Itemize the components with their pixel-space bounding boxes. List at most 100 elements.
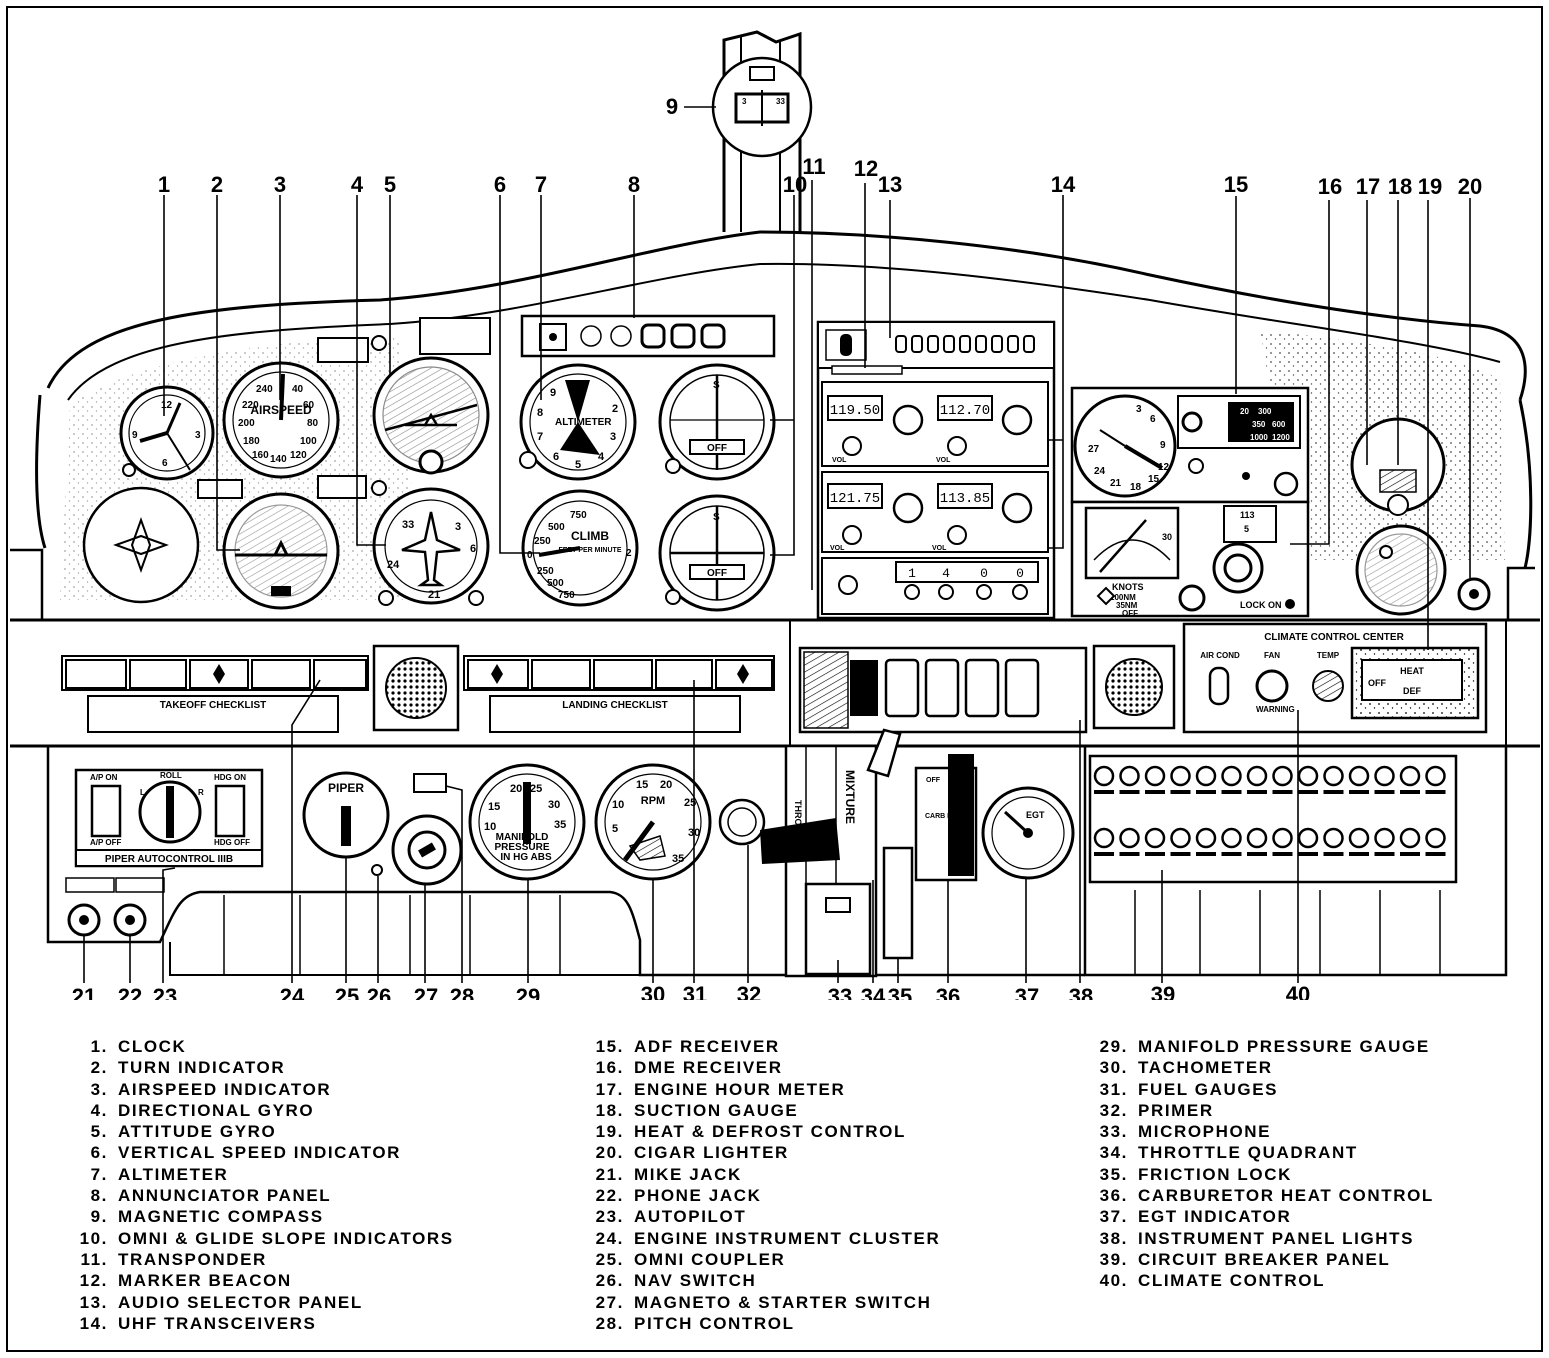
callout-29: 29 — [516, 984, 540, 1000]
autopilot-name: PIPER AUTOCONTROL IIIB — [105, 854, 233, 865]
fan-label: FAN — [1264, 651, 1280, 660]
adf-band: 300 — [1258, 407, 1272, 416]
circuit-breaker-label — [1323, 852, 1344, 856]
landing-checklist: LANDING CHECKLIST — [562, 700, 668, 711]
takeoff-checklist: TAKEOFF CHECKLIST — [160, 700, 266, 711]
legend-number: 27. — [595, 1292, 624, 1312]
rpm-tick: 35 — [672, 853, 684, 865]
legend-number: 25. — [595, 1249, 624, 1269]
legend-number: 5. — [90, 1122, 108, 1142]
legend-label: ENGINE INSTRUMENT CLUSTER — [634, 1228, 941, 1248]
adf-card-tick: 6 — [1150, 414, 1156, 425]
adf-card-tick: 15 — [1148, 474, 1160, 485]
dme-window: 113 — [1240, 510, 1255, 520]
circuit-breaker-label — [1298, 790, 1318, 794]
legend-item: 28.PITCH CONTROL — [588, 1313, 940, 1334]
legend-item: 23.AUTOPILOT — [588, 1206, 940, 1227]
legend-number: 39. — [1099, 1249, 1128, 1269]
legend-number: 28. — [595, 1313, 624, 1333]
callout-11: 11 — [802, 154, 825, 179]
callout-12: 12 — [854, 156, 878, 181]
legend-label: SUCTION GAUGE — [634, 1100, 799, 1120]
hdg-off-label: HDG OFF — [214, 838, 250, 847]
climate-warning: WARNING — [1256, 705, 1295, 714]
airspeed-tick: 120 — [290, 450, 307, 461]
legend-number: 3. — [90, 1079, 108, 1099]
legend-label: OMNI & GLIDE SLOPE INDICATORS — [118, 1228, 454, 1248]
legend-number: 30. — [1099, 1058, 1128, 1078]
roll-label: ROLL — [160, 771, 182, 780]
squawk-digit: 1 — [908, 566, 916, 581]
callout-6: 6 — [494, 172, 506, 197]
legend-number: 10. — [79, 1228, 108, 1248]
circuit-breaker — [1399, 765, 1421, 787]
adf-receiver: 27 24 21 18 15 12 9 6 3 20 300 350 600 1… — [1070, 386, 1310, 504]
legend-item: 21.MIKE JACK — [588, 1164, 940, 1185]
circuit-breaker-label — [1425, 790, 1446, 794]
callout-22: 22 — [118, 984, 142, 1000]
circuit-breaker-label — [1323, 790, 1344, 794]
callout-34: 34 — [861, 984, 886, 1000]
circuit-breaker — [1093, 827, 1115, 849]
radio-stack: 119.50 112.70 VOL VOL 121.75 113.85 VOL … — [816, 320, 1056, 620]
dme-window: 5 — [1244, 524, 1249, 534]
omni-tick: S — [713, 380, 720, 391]
com1-frequency: 119.50 — [830, 403, 880, 419]
circuit-breaker-label — [1170, 790, 1191, 794]
vol-label: VOL — [932, 545, 947, 552]
circuit-breaker — [1348, 765, 1370, 787]
altimeter-tick: 2 — [612, 403, 618, 415]
attitude-gyro — [371, 335, 490, 496]
def-label: DEF — [1403, 686, 1422, 696]
turn-indicator — [82, 486, 340, 610]
map-tick: 10 — [484, 821, 496, 833]
legend-number: 20. — [595, 1143, 624, 1163]
airspeed-tick: 160 — [252, 450, 269, 461]
circuit-breaker-label — [1196, 852, 1216, 856]
altimeter-tick: 5 — [575, 459, 581, 471]
legend-label: CLOCK — [118, 1037, 187, 1056]
legend-number: 24. — [595, 1228, 624, 1248]
squawk-digit: 0 — [1016, 566, 1024, 581]
rpm-tick: 20 — [660, 779, 672, 791]
legend-label: PHONE JACK — [634, 1186, 762, 1206]
hdg-on-label: HDG ON — [214, 773, 246, 782]
omni-indicator-upper: OFF S — [658, 363, 776, 481]
circuit-breaker — [1144, 765, 1166, 787]
callout-27: 27 — [414, 984, 438, 1000]
circuit-breaker — [1272, 765, 1293, 787]
dme-range: 35NM — [1116, 601, 1138, 610]
legend-item: 9.MAGNETIC COMPASS — [72, 1206, 454, 1227]
callout-33: 33 — [828, 984, 852, 1000]
temp-label: TEMP — [1317, 651, 1340, 660]
manifold-pressure-gauge: 20 25 15 30 10 35 MANIFOLD PRESSURE IN H… — [468, 763, 586, 881]
roll-left-label: L — [140, 788, 145, 797]
legend-label: ANNUNCIATOR PANEL — [118, 1186, 332, 1206]
legend-number: 34. — [1099, 1143, 1128, 1163]
map-tick: 20 — [510, 783, 522, 795]
airspeed-tick: 140 — [270, 454, 287, 465]
climate-control-center: CLIMATE CONTROL CENTER AIR COND FAN TEMP… — [1182, 622, 1488, 734]
circuit-breaker — [1119, 827, 1140, 849]
nav1-frequency: 112.70 — [940, 403, 990, 419]
adf-card-tick: 3 — [1136, 404, 1142, 415]
dme-range: 100NM — [1110, 593, 1136, 602]
vol-label: VOL — [832, 457, 847, 464]
vsi-sub-label: FEET PER MINUTE — [558, 547, 621, 554]
di-tick: 33 — [402, 519, 414, 531]
legend-number: 35. — [1099, 1164, 1128, 1184]
legend-number: 9. — [90, 1207, 108, 1227]
legend-item: 18.SUCTION GAUGE — [588, 1100, 940, 1121]
circuit-breaker-label — [1349, 852, 1369, 856]
di-tick: 3 — [455, 521, 461, 533]
legend-item: 16.DME RECEIVER — [588, 1057, 940, 1078]
magnetic-compass: 3 33 — [711, 56, 813, 158]
legend-item: 24. ENGINE INSTRUMENT CLUSTER — [588, 1228, 940, 1249]
callout-28: 28 — [450, 984, 474, 1000]
callout-38: 38 — [1069, 984, 1093, 1000]
callout-4: 4 — [351, 172, 364, 197]
airspeed-tick: 200 — [238, 418, 255, 429]
callout-40: 40 — [1286, 982, 1310, 1000]
compass-tick: 3 — [742, 97, 747, 106]
